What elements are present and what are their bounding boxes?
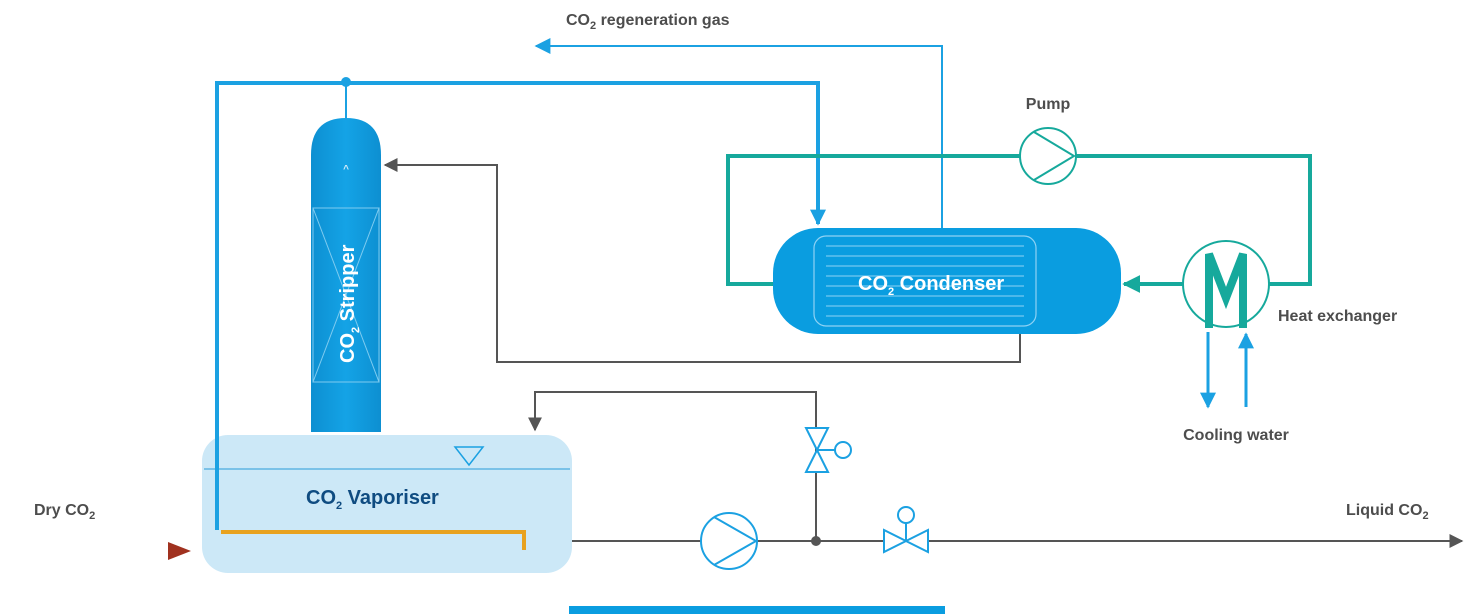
heat-exchanger-icon [1182, 240, 1270, 328]
heat-exchanger-m [1205, 252, 1247, 328]
pump-label: Pump [1026, 96, 1071, 113]
condenser-vessel [773, 228, 1121, 334]
control-valve-horizontal-icon [883, 506, 929, 554]
stripper-distributor-mark: ^ [343, 164, 349, 175]
reflux-line [383, 158, 1021, 363]
cooling-water-label: Cooling water [1183, 427, 1289, 444]
stripper-packing [312, 207, 380, 383]
dry-co2-arrow [168, 542, 191, 560]
heating-coil [221, 530, 526, 550]
vaporiser-label: CO2 Vaporiser [306, 487, 439, 512]
regen-gas-label: CO2 regeneration gas [566, 12, 730, 32]
bottom-bar [569, 606, 945, 614]
heat-exchanger-label: Heat exchanger [1278, 308, 1397, 325]
condenser-tube-bundle [813, 235, 1037, 327]
control-valve-vertical-icon [804, 427, 852, 473]
liquid-junction [811, 536, 821, 546]
gas-junction [341, 77, 351, 87]
regen-gas-line [534, 38, 943, 228]
coolant-pump-icon [1019, 127, 1077, 185]
liquid-co2-label: Liquid CO2 [1346, 502, 1429, 522]
condenser-label: CO2 Condenser [858, 273, 1004, 298]
level-indicator-icon [453, 446, 485, 467]
stripper-label: CO2 Stripper [337, 244, 362, 363]
coolant-loop-right [1076, 154, 1312, 286]
liquid-pump-icon [700, 512, 759, 570]
recycle-line [528, 391, 817, 541]
coolant-loop-left [726, 154, 1020, 286]
gas-line-vaporiser-to-condenser [215, 81, 826, 530]
dry-co2-label: Dry CO2 [34, 502, 95, 522]
stripper-column [311, 118, 381, 432]
